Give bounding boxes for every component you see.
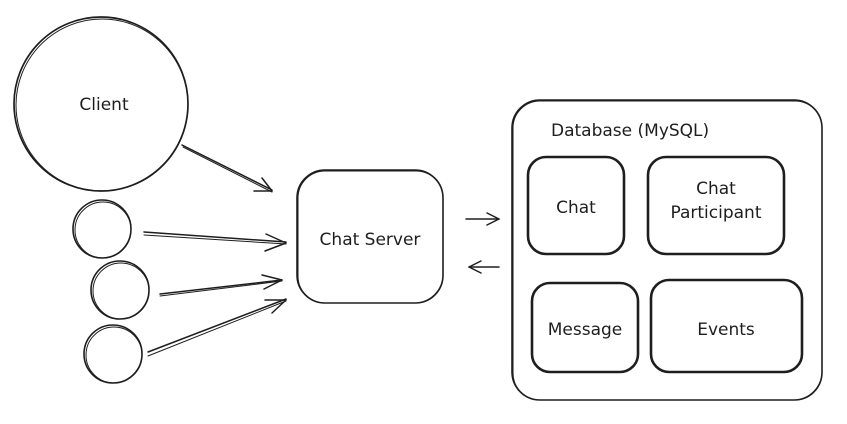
- client-to-server-arrow: [159, 274, 283, 297]
- client-node: Client: [13, 16, 189, 192]
- server-to-database-arrow: [465, 212, 500, 226]
- table-message-label: Message: [548, 320, 623, 340]
- client-to-server-arrow: [147, 298, 287, 357]
- database-container: Database (MySQL): [511, 99, 823, 401]
- table-message: Message: [530, 281, 640, 374]
- chat-server-label: Chat Server: [320, 230, 421, 250]
- client-to-server-arrow: [143, 231, 287, 252]
- client-node-small: [83, 324, 143, 384]
- table-events: Events: [649, 278, 804, 374]
- client-node-small: [72, 199, 132, 259]
- table-chat: Chat: [526, 155, 626, 256]
- database-label: Database (MySQL): [551, 121, 709, 141]
- client-label: Client: [79, 95, 129, 115]
- client-node-small: [90, 260, 150, 320]
- database-to-server-arrow: [468, 260, 500, 274]
- table-chat-participant-label-line2: Participant: [670, 203, 761, 223]
- chat-server-node: Chat Server: [296, 169, 444, 304]
- table-chat-label: Chat: [556, 198, 596, 218]
- table-chat-participant-label-line1: Chat: [696, 179, 736, 199]
- table-events-label: Events: [697, 320, 755, 340]
- client-to-server-arrow: [181, 144, 273, 193]
- table-chat-participant: Chat Participant: [646, 155, 786, 256]
